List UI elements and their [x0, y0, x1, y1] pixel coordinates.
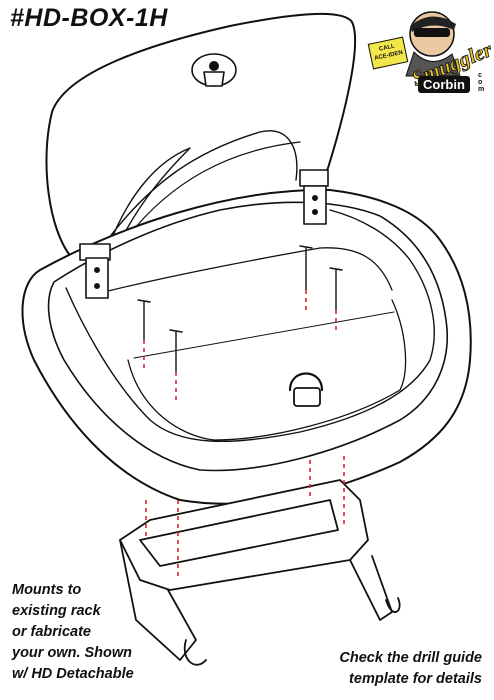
lock-latch-icon	[288, 372, 324, 407]
corbin-brand: Corbin	[418, 76, 470, 93]
mounting-note-line-1: Mounts to	[12, 582, 82, 598]
drill-guide-note: Check the drill guide template for detai…	[302, 648, 482, 690]
mounting-note-line-4: your own. Shown	[12, 645, 133, 661]
drill-guide-lines	[143, 290, 345, 580]
hinge-right-icon	[299, 169, 329, 225]
mounting-note-line-5: w/ HD Detachable	[12, 666, 134, 682]
floor-seam	[133, 311, 395, 359]
drill-guide-note-line-2: template for details	[349, 671, 482, 687]
shell-rim	[47, 201, 448, 472]
lid-inner-edge	[99, 130, 298, 251]
shell-inner-rim	[65, 209, 435, 442]
product-code-title: #HD-BOX-1H	[10, 4, 168, 32]
detachable-rack-icon	[119, 479, 401, 666]
dot-com-text: c o m	[478, 72, 485, 93]
floor-back-edge	[87, 247, 393, 297]
lid-strap	[107, 147, 191, 249]
trunk-floor	[127, 299, 407, 441]
mounting-note-line-2: existing rack	[12, 603, 101, 619]
bolt-icon	[137, 245, 343, 373]
lid-strap-2	[121, 141, 301, 245]
drill-guide-note-line-1: Check the drill guide	[339, 650, 482, 666]
hinge-left-icon	[79, 243, 111, 299]
smuggler-corbin-logo: CALL ACE-IDEN Smuggler Corbin c o m	[367, 4, 494, 104]
mounting-note: Mounts to existing rack or fabricate you…	[12, 580, 182, 685]
mounting-note-line-3: or fabricate	[12, 624, 91, 640]
rider-head-icon	[405, 11, 461, 77]
lid-lock-icon	[191, 53, 237, 87]
